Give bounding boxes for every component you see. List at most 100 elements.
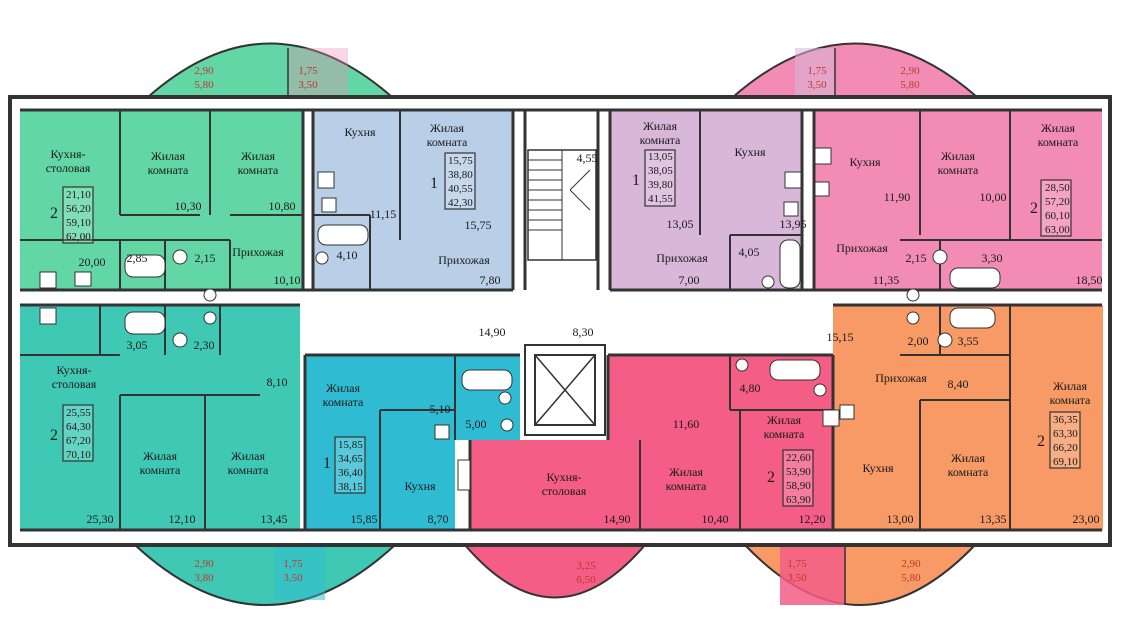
room-label: комната [938, 163, 979, 177]
area-value: 21,10 [66, 189, 91, 201]
room-area: 2,30 [194, 338, 215, 352]
room-count: 2 [767, 469, 775, 486]
bathtub-icon [949, 307, 996, 329]
room-area: 3,05 [127, 338, 148, 352]
room-area: 15,75 [465, 218, 492, 232]
room-area: 4,80 [740, 381, 761, 395]
toilet-icon [500, 418, 514, 432]
room-area: 10,30 [175, 199, 202, 213]
room-label: Жилая [1041, 121, 1075, 135]
balcony-area: 1,75 [787, 558, 807, 570]
area-value: 56,20 [66, 203, 91, 215]
room-area: 15,85 [351, 512, 378, 526]
labels: Кухня-столоваяЖилаякомнатаЖилаякомнатаПр… [46, 65, 1103, 586]
room-area: 15,15 [827, 330, 854, 344]
kitchen-sink-icon [74, 271, 92, 287]
area-boxes [62, 149, 1081, 507]
stove-icon [39, 271, 57, 289]
balcony-area: 3,50 [787, 572, 807, 584]
room-area: 4,05 [739, 245, 760, 259]
toilet-icon [906, 311, 920, 325]
toilet-icon [203, 288, 217, 302]
area-value: 59,10 [66, 217, 91, 229]
balcony-bottom-center [462, 544, 648, 599]
room-label: Жилая [430, 121, 464, 135]
area-value: 63,00 [1045, 224, 1070, 236]
room-label: Жилая [326, 381, 360, 395]
bathtub-icon [124, 311, 166, 335]
room-label: комната [764, 427, 805, 441]
room-area: 8,70 [428, 512, 449, 526]
room-area: 8,10 [267, 375, 288, 389]
room-label: комната [948, 465, 989, 479]
room-area: 18,50 [1076, 273, 1103, 287]
room-label: Прихожая [836, 241, 888, 255]
room-area: 4,10 [337, 248, 358, 262]
fill-bottom-red [608, 355, 833, 530]
sink-icon [172, 332, 188, 348]
room-area: 14,90 [479, 325, 506, 339]
kitchen-sink-icon [814, 181, 830, 197]
room-count: 2 [50, 427, 58, 444]
area-value: 38,05 [648, 165, 673, 177]
stove-icon [784, 171, 802, 189]
room-label: комната [140, 463, 181, 477]
balcony-top-right [730, 42, 980, 98]
room-label: Жилая [1053, 379, 1087, 393]
room-label: Жилая [951, 451, 985, 465]
balcony-area: 2,90 [194, 558, 214, 570]
kitchen-sink-icon [839, 404, 855, 420]
room-area: 12,20 [799, 512, 826, 526]
balcony-area: 2,90 [901, 558, 921, 570]
room-area: 7,00 [679, 273, 700, 287]
stair-core [524, 149, 606, 436]
room-label: столовая [52, 377, 97, 391]
room-label: Жилая [151, 149, 185, 163]
room-label: комната [427, 135, 468, 149]
area-value: 38,80 [448, 169, 473, 181]
bathtub-icon [124, 254, 166, 278]
balcony-area: 1,75 [298, 65, 318, 77]
room-area: 5,00 [466, 417, 487, 431]
area-value: 67,20 [66, 435, 91, 447]
room-area: 3,30 [982, 251, 1003, 265]
fill-top-blue [313, 110, 513, 290]
room-area: 12,10 [169, 512, 196, 526]
room-area: 13,00 [887, 512, 914, 526]
area-value: 63,30 [1053, 428, 1078, 440]
balcony-top-right-overlay [795, 48, 835, 97]
room-label: Кухня [344, 125, 376, 139]
sink-icon [937, 332, 953, 348]
kitchen-sink-icon [783, 201, 799, 217]
toilet-icon [761, 275, 775, 289]
room-label: Жилая [767, 413, 801, 427]
room-label: комната [1038, 135, 1079, 149]
balcony-area: 3,50 [807, 79, 827, 91]
balcony-top-left [145, 42, 395, 98]
kitchen-sink-icon [321, 197, 337, 213]
area-value: 38,15 [338, 481, 363, 493]
area-value: 70,10 [66, 449, 91, 461]
balcony-area: 2,90 [900, 65, 920, 77]
area-value: 57,20 [1045, 196, 1070, 208]
room-label: Жилая [143, 449, 177, 463]
stove-icon [39, 307, 57, 325]
area-value: 36,40 [338, 467, 363, 479]
room-count: 1 [323, 455, 331, 472]
room-area: 2,15 [195, 251, 216, 265]
balcony-bottom-right [742, 544, 978, 606]
room-label: Жилая [241, 149, 275, 163]
balcony-area: 6,50 [576, 574, 596, 586]
sink-icon [498, 391, 512, 405]
room-label: Кухня [849, 155, 881, 169]
balcony-bottom-left-overlay [275, 545, 325, 600]
room-area: 5,10 [430, 402, 451, 416]
room-label: Кухня- [50, 147, 85, 161]
balcony-area: 2,90 [194, 65, 214, 77]
room-label: столовая [542, 484, 587, 498]
room-count: 2 [50, 205, 58, 222]
room-area: 10,00 [980, 190, 1007, 204]
room-label: Жилая [231, 449, 265, 463]
stove-icon [457, 459, 471, 491]
